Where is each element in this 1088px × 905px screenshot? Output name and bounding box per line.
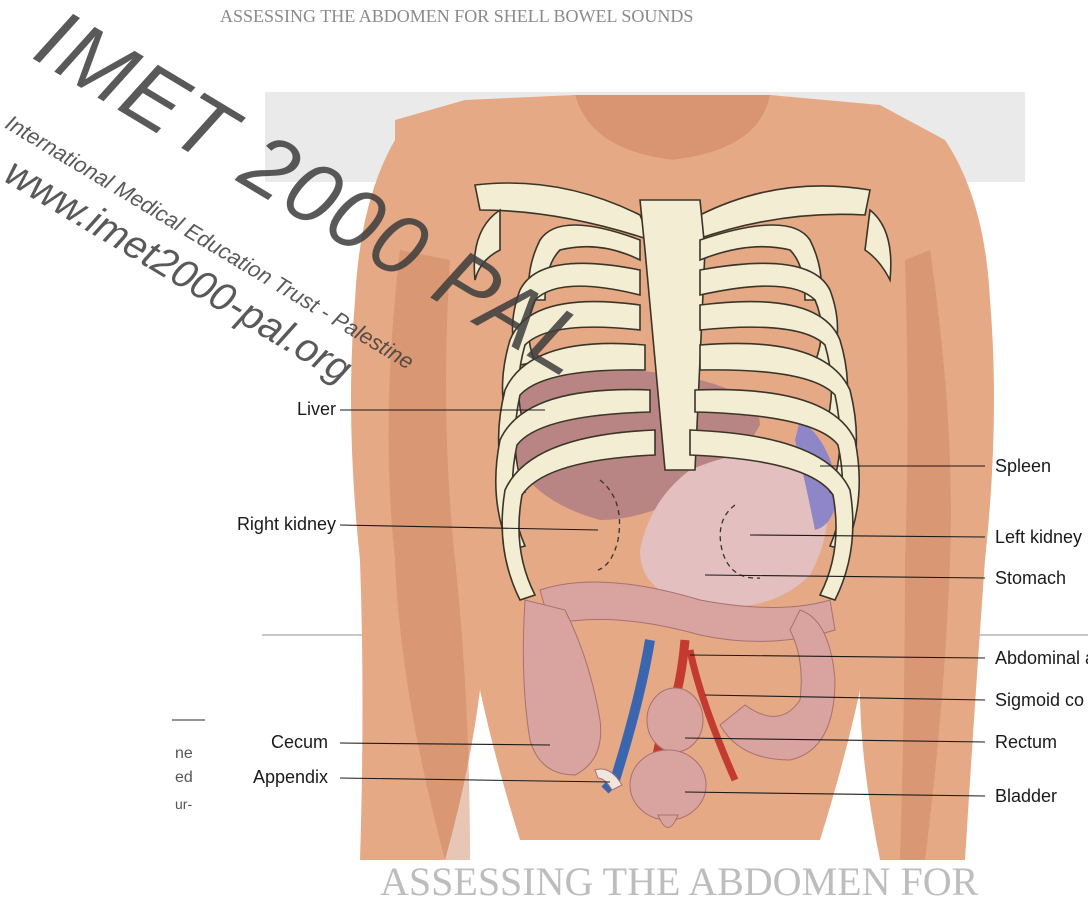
margin-fragment-1: ne	[175, 744, 193, 764]
bladder-shape	[630, 750, 706, 820]
margin-fragment-2: ed	[175, 768, 193, 788]
background-footer-text: ASSESSING THE ABDOMEN FOR	[380, 858, 978, 905]
label-bladder: Bladder	[995, 786, 1057, 806]
label-abdominal-aorta: Abdominal a	[995, 648, 1088, 668]
label-cecum: Cecum	[271, 732, 328, 752]
margin-fragment-3: ur-	[175, 794, 192, 814]
label-left-kidney: Left kidney	[995, 527, 1082, 547]
label-sigmoid-colon: Sigmoid co	[995, 690, 1084, 710]
label-liver: Liver	[297, 399, 336, 419]
label-spleen: Spleen	[995, 456, 1051, 476]
rectum-shape	[647, 688, 703, 752]
label-appendix: Appendix	[253, 767, 328, 787]
label-stomach: Stomach	[995, 568, 1066, 588]
label-right-kidney: Right kidney	[237, 514, 336, 534]
label-rectum: Rectum	[995, 732, 1057, 752]
background-header-text: ASSESSING THE ABDOMEN FOR SHELL BOWEL SO…	[220, 6, 693, 27]
